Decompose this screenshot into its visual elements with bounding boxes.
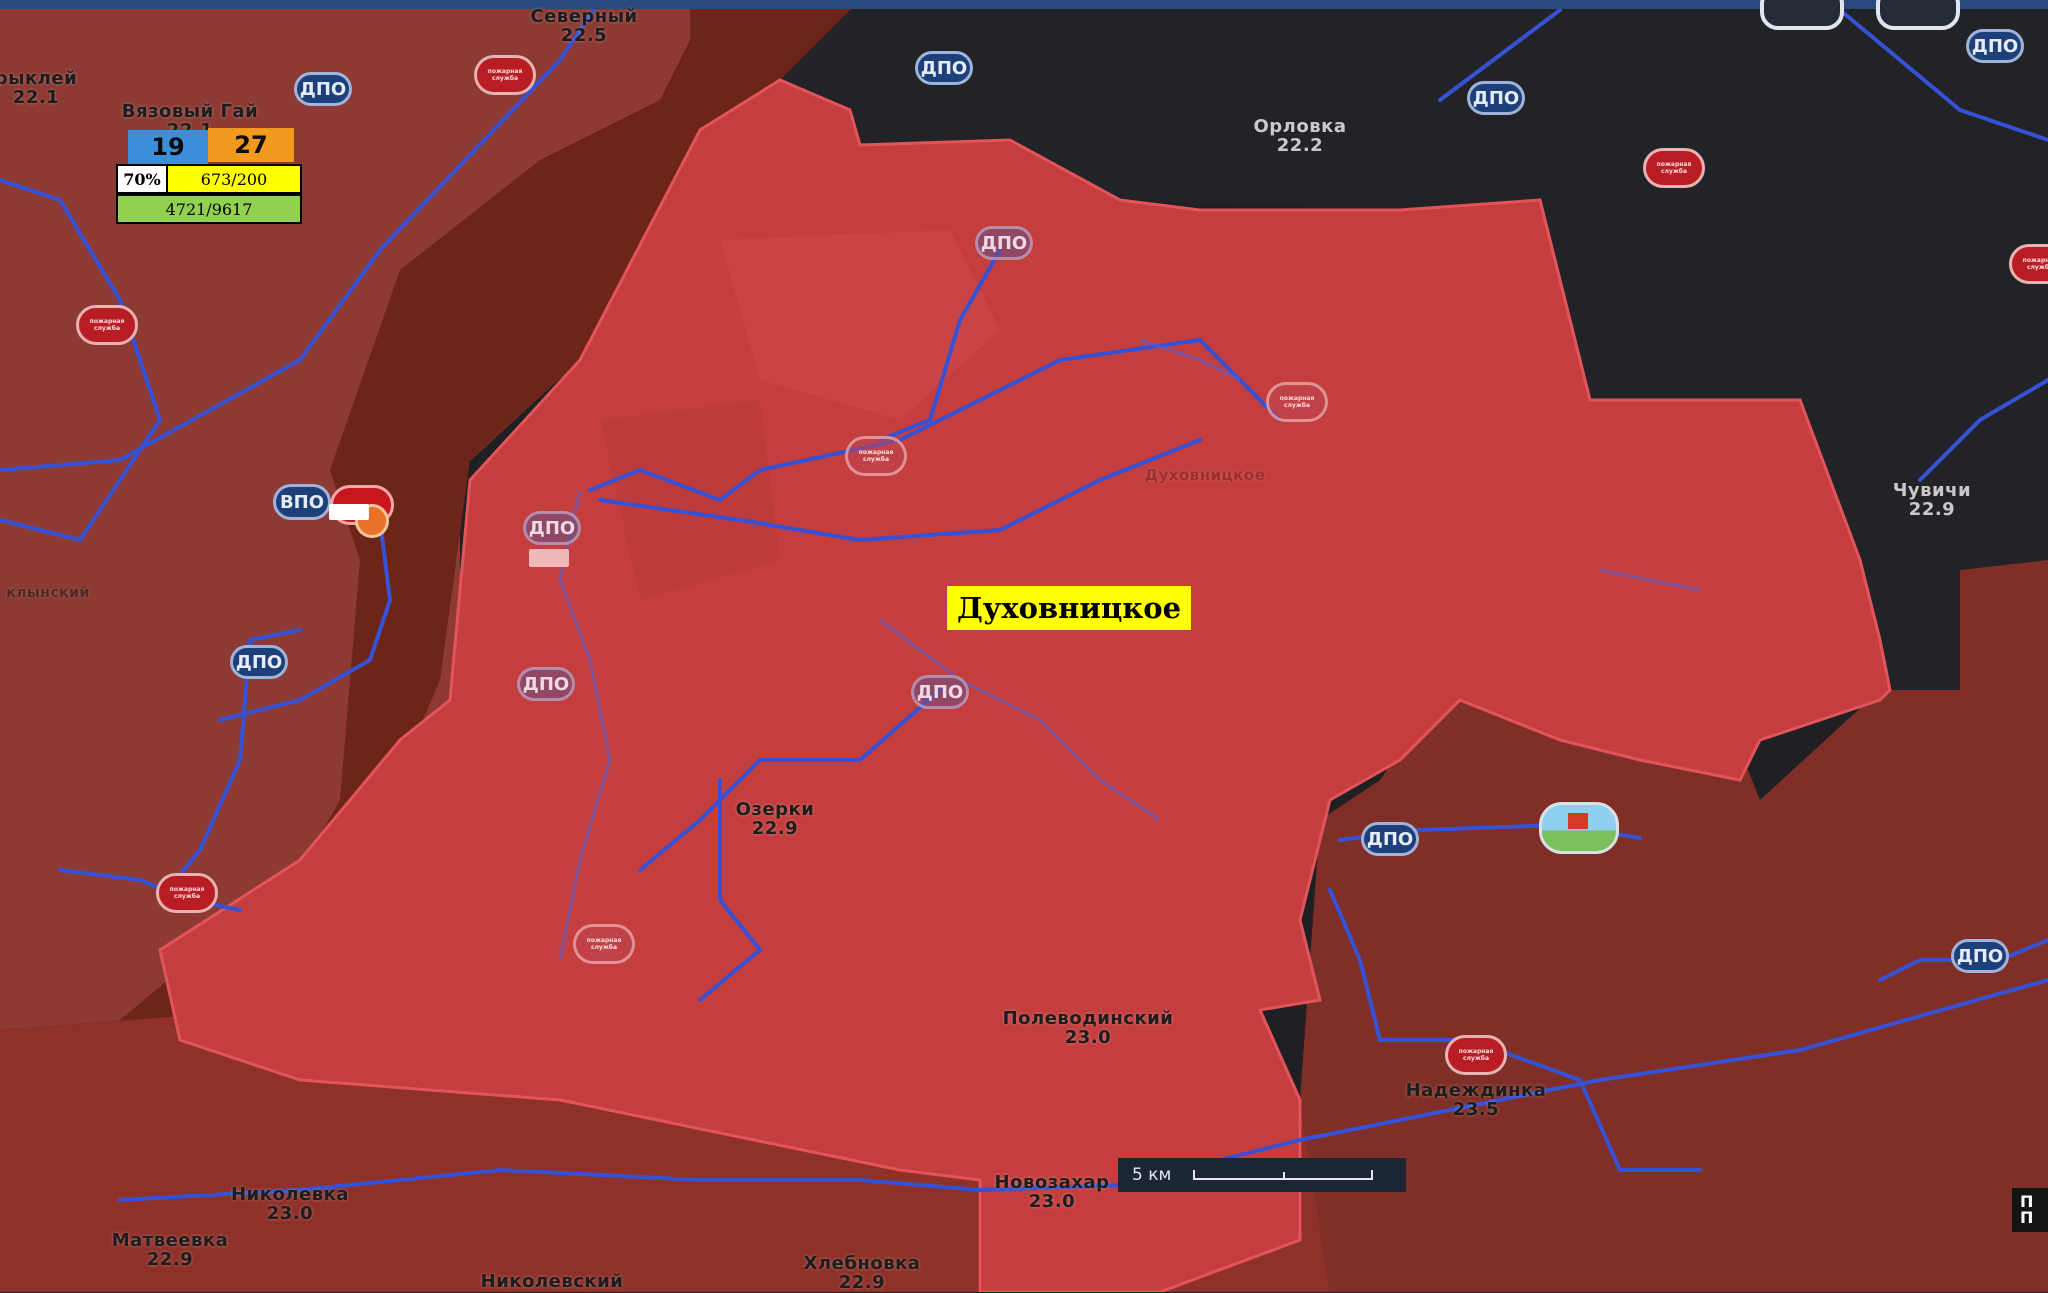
place-duhovnitskoe-faded: Духовницкое (1144, 466, 1266, 484)
dpo-marker[interactable]: ДПО (294, 72, 352, 106)
region-label: Духовницкое (947, 586, 1192, 630)
district-duhovnitskoe[interactable] (158, 78, 1892, 1292)
count-blue: 19 (128, 130, 208, 164)
map-control-icon[interactable] (1876, 0, 1960, 30)
neighbor-east (1300, 560, 2048, 1292)
fire-service-marker[interactable]: пожарная служба (474, 55, 536, 95)
terrain-patch (600, 400, 780, 600)
top-bar (0, 0, 2048, 9)
fire-service-marker[interactable]: пожарная служба (2009, 244, 2048, 284)
dpo-marker[interactable]: ДПО (975, 226, 1033, 260)
building-icon (529, 549, 569, 567)
side-panel-tab[interactable]: П П (2012, 1188, 2048, 1232)
dpo-marker[interactable]: ДПО (1467, 81, 1525, 115)
dpo-marker[interactable]: ДПО (915, 51, 973, 85)
scale-label: 5 км (1132, 1165, 1172, 1185)
fire-service-marker[interactable]: пожарная служба (1445, 1035, 1507, 1075)
scale-bar: 5 км (1118, 1158, 1406, 1192)
dpo-marker[interactable]: ДПО (517, 667, 575, 701)
ratio-yellow: 673/200 (166, 164, 302, 194)
dpo-marker[interactable]: ДПО (911, 675, 969, 709)
fire-service-marker[interactable]: пожарная служба (1643, 148, 1705, 188)
fire-service-marker[interactable]: пожарная служба (845, 436, 907, 476)
terrain-patch (720, 230, 1000, 420)
building-icon (329, 504, 369, 520)
scale-ruler (1193, 1170, 1374, 1180)
fire-service-marker[interactable]: пожарная служба (1266, 382, 1328, 422)
count-orange: 27 (208, 128, 294, 162)
vpo-marker[interactable]: ВПО (273, 484, 331, 520)
dpo-marker[interactable]: ДПО (1951, 939, 2009, 973)
dpo-marker[interactable]: ДПО (1361, 822, 1419, 856)
dpo-marker[interactable]: ДПО (523, 511, 581, 545)
dpo-marker[interactable]: ДПО (230, 645, 288, 679)
percent-badge: 70% (116, 164, 168, 194)
eco-site-icon[interactable] (1539, 802, 1619, 854)
fire-service-marker[interactable]: пожарная служба (76, 305, 138, 345)
map-control-icon[interactable] (1760, 0, 1844, 30)
place-nikolevsky: Николевский (480, 1271, 624, 1292)
ratio-green: 4721/9617 (116, 194, 302, 224)
place-klynsky: клынский (6, 585, 90, 601)
fire-service-marker[interactable]: пожарная служба (156, 873, 218, 913)
fire-service-marker[interactable]: пожарная служба (573, 924, 635, 964)
dpo-marker[interactable]: ДПО (1966, 29, 2024, 63)
